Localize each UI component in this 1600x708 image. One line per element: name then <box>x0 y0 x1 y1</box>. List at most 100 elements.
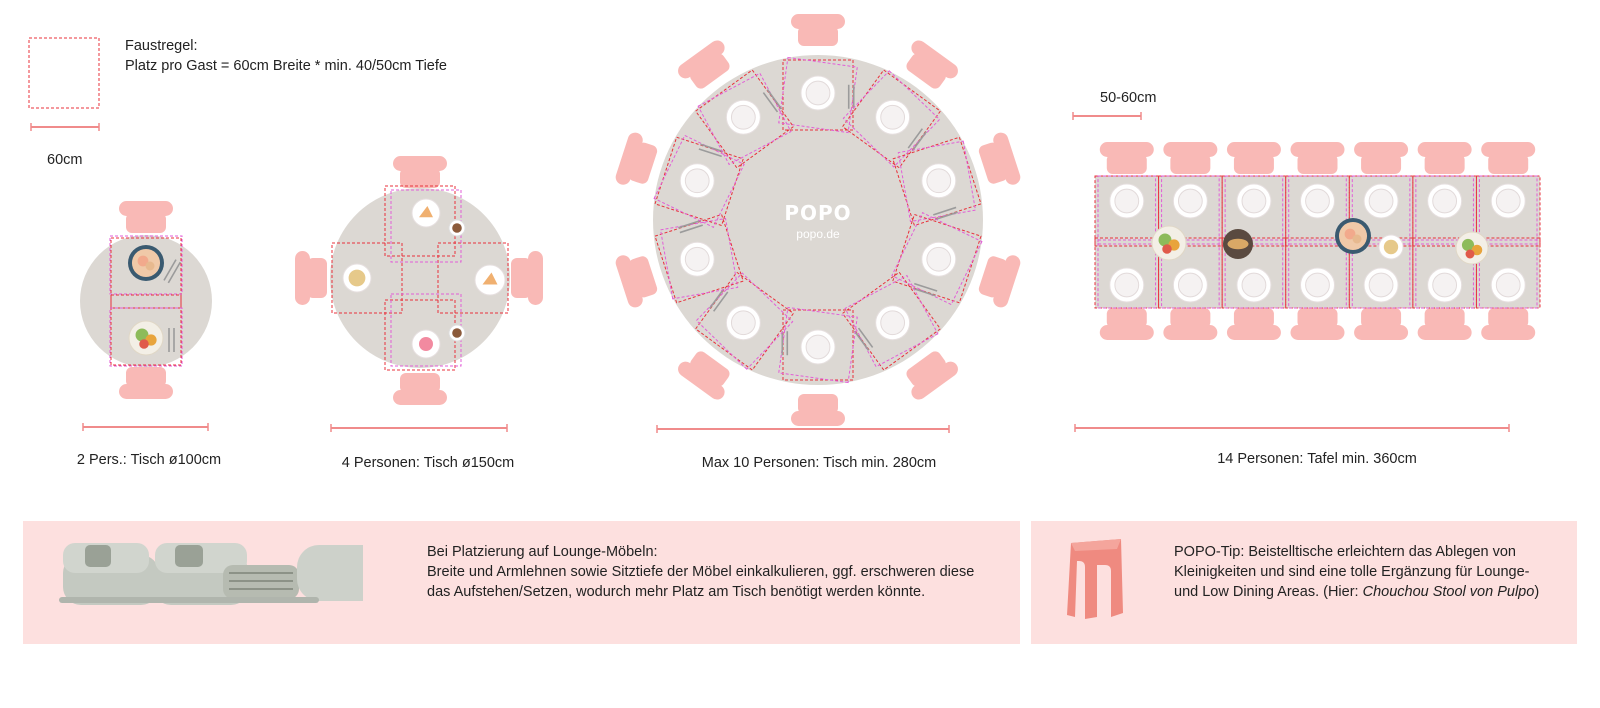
place-guide <box>1224 239 1284 309</box>
place-guide <box>1097 239 1157 309</box>
stool-image <box>1067 539 1123 619</box>
chair-seat <box>1297 308 1338 328</box>
chair-seat <box>1106 308 1147 328</box>
measure-line <box>330 424 508 432</box>
cutlery-icon <box>168 328 175 352</box>
cutlery-icon <box>762 89 783 113</box>
place-guide <box>1415 175 1474 245</box>
plate-icon <box>921 241 957 277</box>
brand-logo: POPO <box>784 201 852 225</box>
food-dish-icon <box>128 320 164 356</box>
chair-back <box>1099 325 1154 340</box>
place-guide <box>1285 175 1350 247</box>
place-guide <box>659 217 739 300</box>
lounge-panel: Bei Platzierung auf Lounge-Möbeln: Breit… <box>23 521 1020 644</box>
place-guide <box>897 140 977 223</box>
plate-icon <box>1172 183 1208 219</box>
place-guide <box>1158 175 1223 247</box>
plate-icon <box>1109 267 1145 303</box>
place-guide <box>891 212 983 306</box>
food-dish-icon <box>411 329 441 359</box>
chair-seat <box>400 373 440 393</box>
chair-icon <box>119 367 173 399</box>
cutlery-icon <box>853 327 874 351</box>
chair-icon <box>791 394 845 426</box>
chair-back <box>911 361 958 400</box>
chair-icon <box>1226 308 1281 340</box>
plate-icon <box>1109 183 1145 219</box>
measure-line <box>30 123 100 131</box>
cutlery-icon <box>163 259 182 284</box>
chair-icon <box>1290 308 1345 340</box>
caption-two-persons: 2 Pers.: Tisch ø100cm <box>76 452 222 468</box>
chair-seat <box>511 258 531 298</box>
chair-icon <box>1163 142 1218 174</box>
plate-icon <box>679 241 715 277</box>
caption-fourteen-persons: 14 Personen: Tafel min. 360cm <box>1217 451 1417 467</box>
plate-icon <box>1172 267 1208 303</box>
chair-back <box>1290 142 1345 157</box>
plate-icon <box>1236 267 1272 303</box>
plate-icon <box>1363 267 1399 303</box>
place-guide <box>331 242 403 314</box>
place-guide <box>1288 239 1347 309</box>
chair-back <box>1290 325 1345 340</box>
plate-icon <box>875 305 911 341</box>
place-guide <box>695 272 794 370</box>
chair-back <box>678 40 725 79</box>
chair-icon <box>393 373 447 405</box>
chair-icon <box>978 132 1021 185</box>
chair-icon <box>791 14 845 46</box>
chair-back <box>528 251 543 305</box>
chair-seat <box>690 53 730 89</box>
tip-line2: Kleinigkeiten und sind eine tolle Ergänz… <box>1174 564 1530 580</box>
chair-back <box>295 251 310 305</box>
cutlery-icon <box>781 331 789 356</box>
chair-icon <box>1354 142 1409 174</box>
tip-panel: POPO-Tip: Beistelltische erleichtern das… <box>1031 521 1577 644</box>
cutlery-icon <box>907 128 928 152</box>
measure-line <box>82 423 209 431</box>
place-guide <box>1415 239 1474 309</box>
chair-icon <box>906 351 958 400</box>
chair-back <box>1163 142 1218 157</box>
chair-icon <box>1163 308 1218 340</box>
place-guide <box>1475 175 1541 247</box>
chair-seat <box>1233 154 1274 174</box>
plate-icon <box>1300 267 1335 303</box>
chair-seat <box>1361 154 1402 174</box>
chair-seat <box>1424 154 1465 174</box>
measure-line <box>656 425 950 433</box>
plate-icon <box>800 329 836 365</box>
food-dish-icon <box>1455 231 1489 265</box>
chair-icon <box>1099 308 1154 340</box>
place-guide <box>1351 175 1411 245</box>
plate-icon <box>679 163 715 199</box>
food-dish-icon <box>1223 229 1253 259</box>
tip-line3: und Low Dining Areas. (Hier: Chouchou St… <box>1174 582 1539 603</box>
seat-width-label: 50-60cm <box>1100 90 1157 106</box>
chair-seat <box>906 53 946 89</box>
chair-seat <box>978 256 1008 298</box>
food-dish-icon <box>128 245 164 281</box>
chair-seat <box>126 213 166 233</box>
place-guide <box>778 306 858 384</box>
plate-icon <box>800 75 836 111</box>
round-table <box>653 55 983 385</box>
chair-back <box>393 156 447 171</box>
place-guide <box>1348 237 1414 309</box>
plate-icon <box>875 99 911 135</box>
place-guide <box>778 56 858 134</box>
chair-seat <box>628 256 658 298</box>
chair-icon <box>978 255 1021 308</box>
brand-url: popo.de <box>796 227 840 241</box>
cutlery-icon <box>912 282 938 297</box>
cutlery-icon <box>847 84 855 109</box>
round-table <box>330 188 510 368</box>
place-guide <box>1475 237 1541 309</box>
measure-line <box>1074 424 1510 432</box>
place-guide <box>697 72 792 166</box>
chair-seat <box>1361 308 1402 328</box>
lounge-line1: Breite und Armlehnen sowie Sitztiefe der… <box>427 564 975 580</box>
